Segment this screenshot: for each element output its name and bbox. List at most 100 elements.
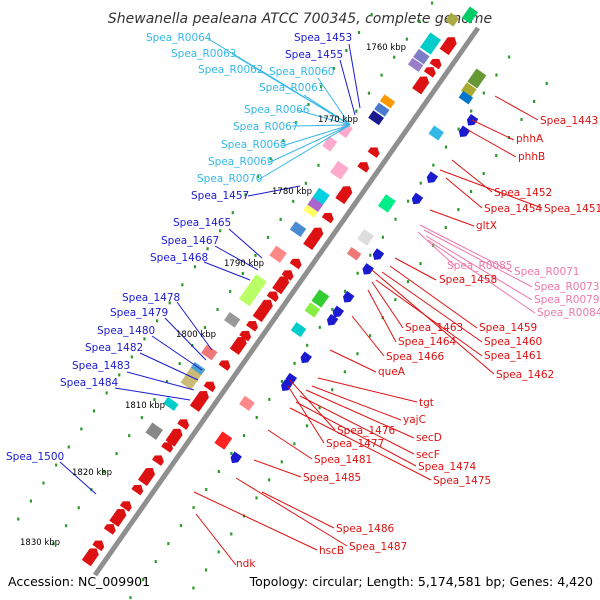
reverse-gene: [412, 76, 430, 95]
track-dot: [293, 442, 296, 446]
track-dot: [495, 73, 498, 77]
gene-label: Spea_1482: [85, 342, 143, 354]
track-dot: [29, 499, 33, 503]
leader-line: [329, 349, 377, 373]
forward-gene: [466, 113, 479, 126]
track-dot: [405, 37, 408, 41]
track-dot: [305, 424, 309, 428]
track-dot: [370, 12, 373, 16]
track-dot: [470, 109, 473, 113]
forward-gene: [326, 313, 339, 326]
gene-label: Spea_1455: [285, 49, 343, 61]
leader-line: [247, 185, 301, 197]
reverse-gene: [109, 509, 127, 527]
track-dot: [128, 434, 131, 438]
gene-block: [289, 221, 307, 238]
gene-arrow-shape: [152, 455, 164, 466]
track-dot: [230, 451, 233, 455]
track-dot: [545, 81, 548, 85]
track-dot: [419, 181, 422, 185]
gene-arrow-shape: [439, 37, 457, 56]
track-dot: [217, 550, 220, 554]
leader-line: [267, 429, 313, 460]
reverse-gene: [335, 186, 353, 205]
track-dot: [533, 99, 536, 103]
gene-arrow-shape: [426, 171, 439, 183]
rna-leader-line: [427, 239, 536, 314]
gene-block: [224, 311, 241, 328]
gene-box-shape: [374, 102, 390, 117]
gene-label: secF: [416, 449, 440, 461]
leader-line: [114, 387, 191, 401]
track-dot: [255, 496, 258, 500]
track-dot: [457, 208, 460, 212]
gene-label: Spea_R0064: [146, 32, 212, 44]
kbp-ticks: 1760 kbp 1770 kbp 1780 kbp 1790 kbp 1800…: [20, 43, 406, 548]
forward-gene: [411, 192, 424, 205]
tick-label: 1790 kbp: [224, 259, 264, 269]
track-dot: [203, 325, 207, 329]
leader-line: [235, 477, 348, 547]
gene-arrow-shape: [300, 351, 312, 364]
gene-label: Spea_1465: [173, 217, 231, 229]
forward-gene: [230, 451, 242, 464]
track-dot: [52, 542, 55, 546]
gene-arrow-shape: [165, 428, 183, 447]
gene-arrow-shape: [372, 248, 385, 260]
gene-box-shape: [307, 197, 324, 213]
rna-leader-line: [257, 124, 351, 181]
track-dot: [279, 217, 282, 221]
leader-line: [339, 59, 356, 116]
gene-box-shape: [337, 122, 353, 139]
forward-gene: [332, 305, 345, 318]
track-dot: [42, 481, 45, 485]
gene-arrow-shape: [289, 258, 302, 270]
gene-label: Spea_1487: [349, 541, 407, 553]
track-dot: [242, 433, 246, 437]
gene-arrow-shape: [229, 336, 247, 355]
track-dot: [204, 568, 208, 572]
track-dot: [355, 109, 358, 113]
gene-label: Spea_1479: [110, 307, 168, 319]
gene-label: ndk: [236, 558, 256, 570]
track-dot: [368, 334, 372, 338]
tick-label: 1800 kbp: [176, 330, 216, 340]
leader-line: [151, 335, 203, 371]
track-dot: [216, 307, 219, 311]
gene-arrow-shape: [285, 372, 298, 385]
gene-arrow-shape: [321, 212, 334, 224]
track-dot: [495, 153, 498, 157]
gene-label: Spea_1458: [439, 274, 497, 286]
gene-block: [269, 245, 287, 263]
reverse-gene: [81, 548, 99, 567]
gene-box-shape: [407, 57, 424, 72]
track-dot: [268, 397, 271, 401]
gene-box-shape: [461, 6, 479, 24]
gene-label: Spea_R0085: [447, 260, 513, 272]
gene-label: Spea_R0060: [269, 66, 335, 78]
track-dot: [77, 506, 80, 510]
reverse-gene: [119, 501, 132, 512]
track-dot: [380, 73, 383, 77]
gene-arrow-shape: [458, 125, 471, 138]
gene-label: Spea_1457: [191, 190, 249, 202]
gene-block: [357, 229, 374, 246]
gene-block: [163, 396, 179, 411]
track-dot: [394, 217, 397, 221]
track-dot: [142, 578, 145, 582]
forward-gene: [285, 372, 298, 385]
forward-gene: [362, 263, 374, 275]
leader-line: [389, 265, 478, 329]
reverse-gene: [229, 336, 247, 355]
gene-box-shape: [377, 194, 396, 213]
leader-line: [305, 389, 415, 439]
gene-arrow-shape: [367, 147, 380, 158]
gene-arrow-shape: [362, 263, 374, 275]
track-dot: [65, 524, 68, 528]
gene-arrow-shape: [103, 524, 116, 535]
gene-label: Spea_1485: [303, 472, 361, 484]
gene-box-shape: [304, 302, 321, 318]
track-dot: [255, 415, 258, 419]
track-dot: [17, 517, 20, 521]
track-dot: [394, 298, 397, 302]
